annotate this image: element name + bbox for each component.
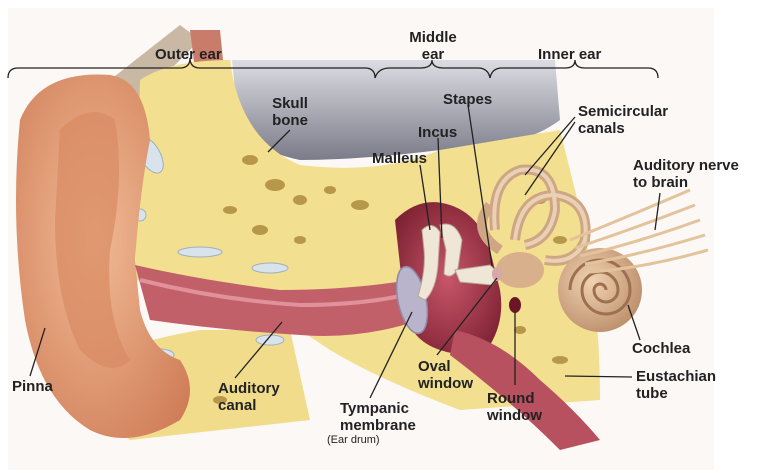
round-window bbox=[509, 297, 521, 313]
outer-ear-label: Outer ear bbox=[155, 46, 222, 63]
skull-bone-label: Skull bone bbox=[262, 95, 318, 129]
auditory-canal-label: Auditory canal bbox=[218, 380, 280, 414]
vestibule bbox=[496, 252, 544, 288]
middle-ear-label: Middle ear bbox=[403, 29, 463, 63]
tympanic-membrane-label: Tympanic membrane bbox=[340, 400, 416, 434]
inner-ear-label: Inner ear bbox=[538, 46, 601, 63]
incus-label: Incus bbox=[418, 124, 457, 141]
pinna-label: Pinna bbox=[12, 378, 53, 395]
cochlea-label: Cochlea bbox=[632, 340, 690, 357]
malleus-label: Malleus bbox=[372, 150, 427, 167]
semicircular-canals-label: Semicircular canals bbox=[578, 103, 668, 137]
round-window-label: Round window bbox=[487, 390, 542, 424]
auditory-nerve-label: Auditory nerve to brain bbox=[633, 157, 739, 191]
stapes-label: Stapes bbox=[443, 91, 492, 108]
eustachian-tube-label: Eustachian tube bbox=[636, 368, 716, 402]
oval-window-label: Oval window bbox=[418, 358, 473, 392]
ear-drum-label: (Ear drum) bbox=[327, 434, 380, 446]
